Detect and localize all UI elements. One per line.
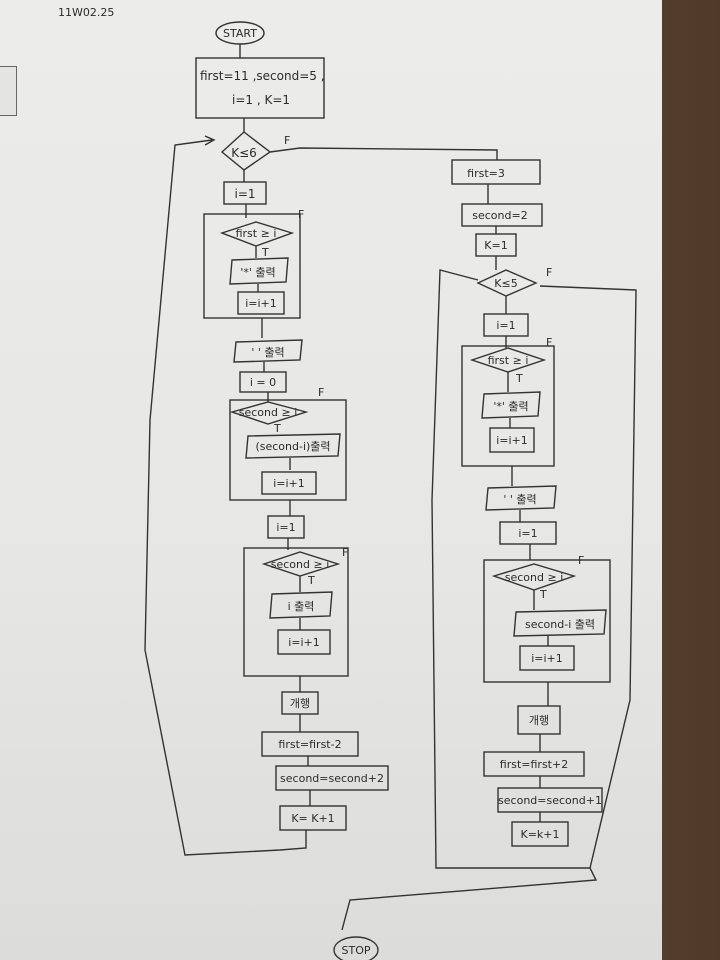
stop-label: STOP — [342, 944, 371, 957]
loop1-inner2-true: T — [273, 422, 281, 435]
loop1-i-init — [223, 181, 267, 205]
loop2-k-set-label: K=1 — [484, 239, 507, 252]
loop2-second-update — [497, 787, 603, 813]
loop1-i-init-label: i=1 — [234, 187, 255, 201]
loop2-inner1-incr-label: i=i+1 — [496, 434, 528, 447]
stop-terminal — [333, 936, 379, 960]
loop2-i-init-label: i=1 — [496, 319, 515, 332]
loop2-inner1-false: F — [546, 336, 552, 349]
paper-sheet — [0, 0, 662, 960]
init-line2: i=1 , K=1 — [232, 93, 290, 107]
loop2-inner2-cond: second ≥ i — [505, 571, 564, 584]
loop2-inner2-decision — [491, 563, 577, 591]
loop1-inner2-output-label: (second-i)출력 — [255, 440, 330, 453]
loop1-k-update-label: K= K+1 — [291, 812, 334, 825]
loop2-inner2-incr — [519, 645, 575, 671]
loop1-inner1-decision — [219, 221, 295, 247]
loop2-frame — [431, 269, 637, 869]
loop1-second-update-label: second=second+2 — [280, 772, 384, 785]
loop2-first-set-label: first=3 — [467, 167, 505, 180]
loop1-inner3-incr — [277, 629, 331, 655]
loop1-k-update — [279, 805, 347, 831]
loop2-exit-connector — [341, 867, 598, 931]
loop2-first-update — [483, 751, 585, 777]
loop1-false-label: F — [284, 134, 290, 147]
loop1-first-update-label: first=first-2 — [278, 738, 341, 751]
loop1-newline-label: 개행 — [290, 697, 310, 710]
loop2-k-update — [511, 821, 569, 847]
loop1-i-one — [267, 515, 305, 539]
loop2-inner2-output — [513, 609, 607, 637]
loop1-false-connector — [269, 147, 498, 160]
loop2-first-set — [451, 159, 541, 185]
loop2-inner1-output-label: '*' 출력 — [493, 400, 528, 413]
date-label: 11W02.25 — [58, 6, 114, 19]
init-process — [195, 57, 325, 119]
loop1-inner1-incr — [237, 291, 285, 315]
loop2-inner2-incr-label: i=i+1 — [531, 652, 563, 665]
loop2-newline-label: 개행 — [529, 714, 549, 727]
loop1-inner1-incr-label: i=i+1 — [245, 297, 277, 310]
loop2-inner2-false: F — [578, 554, 584, 567]
loop1-inner3-true: T — [307, 574, 315, 587]
loop1-inner1-cond: first ≥ i — [236, 227, 277, 240]
loop2-second-set — [461, 203, 543, 227]
loop1-inner3-decision — [261, 551, 341, 577]
loop1-cond: K≤6 — [231, 146, 257, 160]
loop2-first-update-label: first=first+2 — [500, 758, 568, 771]
loop2-inner1-output — [481, 391, 541, 419]
loop1-inner3-output — [269, 591, 333, 619]
loop1-inner1-frame — [203, 213, 301, 319]
loop2-i-one — [499, 521, 557, 545]
loop1-inner1-output — [229, 257, 289, 285]
loop1-back-connector — [144, 139, 307, 856]
loop1-inner3-incr-label: i=i+1 — [288, 636, 320, 649]
start-label: START — [223, 27, 257, 40]
loop1-i-zero — [239, 371, 287, 393]
loop1-first-update — [261, 731, 359, 757]
loop2-output-quote — [485, 485, 557, 511]
loop1-second-update — [275, 765, 389, 791]
loop1-inner3-output-label: i 출력 — [288, 600, 315, 613]
loop1-inner2-frame — [229, 399, 347, 501]
loop1-inner2-incr — [261, 471, 317, 495]
loop2-cond: K≤5 — [494, 277, 517, 290]
loop1-i-zero-label: i = 0 — [250, 376, 276, 389]
init-line1: first=11 ,second=5 , — [200, 69, 325, 83]
loop1-inner3-false: F — [342, 546, 348, 559]
loop2-second-set-label: second=2 — [472, 209, 527, 222]
loop1-inner2-decision — [229, 401, 309, 425]
loop1-inner2-output — [245, 433, 341, 459]
loop1-inner2-cond: second ≥ i — [239, 406, 298, 419]
loop1-inner1-false: F — [298, 208, 304, 221]
loop1-inner2-incr-label: i=i+1 — [273, 477, 305, 490]
loop1-inner1-true: T — [261, 246, 269, 259]
loop1-back-arrow — [204, 135, 216, 146]
loop2-inner1-frame — [461, 345, 555, 467]
loop2-inner2-frame — [483, 559, 611, 683]
loop1-inner1-output-label: '*' 출력 — [240, 266, 275, 279]
loop2-output-quote-label: ' ' 출력 — [503, 493, 536, 506]
loop2-decision — [476, 269, 538, 297]
loop2-i-one-label: i=1 — [518, 527, 537, 540]
loop1-inner3-frame — [243, 547, 349, 677]
loop2-inner1-true: T — [515, 372, 523, 385]
loop2-inner1-cond: first ≥ i — [488, 354, 529, 367]
loop2-newline — [517, 705, 561, 735]
loop2-inner2-output-label: second-i 출력 — [525, 618, 595, 631]
loop2-inner1-incr — [489, 427, 535, 453]
loop1-output-quote — [233, 339, 303, 363]
loop1-inner3-cond: second ≥ i — [271, 558, 330, 571]
loop2-inner2-true: T — [539, 588, 547, 601]
loop2-false-label: F — [546, 266, 552, 279]
loop1-inner2-false: F — [318, 386, 324, 399]
loop1-i-one-label: i=1 — [276, 521, 295, 534]
loop2-k-update-label: K=k+1 — [520, 828, 559, 841]
underlying-sheet-edge — [0, 66, 17, 116]
loop2-inner1-decision — [469, 347, 547, 373]
loop2-second-update-label: second=second+1 — [498, 794, 602, 807]
loop1-output-quote-label: ' ' 출력 — [251, 346, 284, 359]
